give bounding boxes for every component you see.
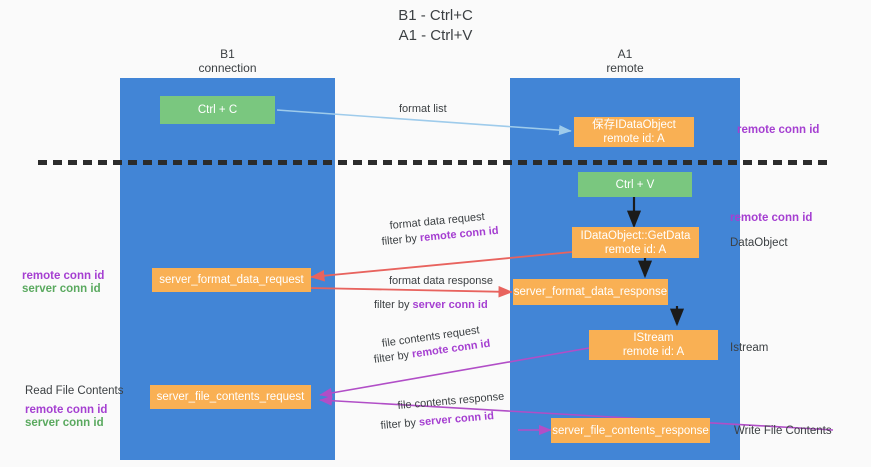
label-remote-conn-id-top: remote conn id	[737, 124, 820, 136]
column-header-a1-name: A1	[617, 47, 633, 61]
title-line-2: A1 - Ctrl+V	[398, 27, 473, 44]
label-read-file-contents: Read File Contents	[25, 385, 124, 397]
page-title: B1 - Ctrl+C A1 - Ctrl+V	[0, 6, 871, 46]
box-ctrl-c-label: Ctrl + C	[197, 104, 238, 116]
box-server-file-contents-request-label: server_file_contents_request	[156, 391, 305, 403]
label-dataobject: DataObject	[730, 237, 788, 249]
box-server-file-contents-request[interactable]: server_file_contents_request	[150, 385, 311, 409]
caption-filter-prefix-2: filter by	[374, 299, 413, 311]
box-istream[interactable]: IStream remote id: A	[589, 330, 718, 360]
label-left-remote-conn-id-mid: remote conn id	[22, 270, 105, 282]
label-istream: Istream	[730, 342, 769, 354]
label-left-remote-conn-id-bottom: remote conn id	[25, 404, 108, 416]
column-header-a1: A1 remote	[510, 47, 740, 75]
title-line-1: B1 - Ctrl+C	[398, 7, 473, 24]
caption-format-data-response-filter: filter by server conn id	[374, 298, 488, 312]
label-left-server-conn-id-bottom: server conn id	[25, 417, 104, 429]
edge-file-contents-request	[319, 347, 590, 398]
label-write-file-contents: Write File Contents	[734, 425, 832, 437]
column-header-b1-name: B1	[220, 47, 235, 61]
box-istream-line1: IStream	[633, 332, 674, 344]
edge-format-data-request	[310, 251, 573, 282]
dashed-separator	[38, 160, 833, 165]
edge-format-list	[276, 109, 572, 136]
column-header-a1-role: remote	[606, 61, 644, 75]
column-header-b1-role: connection	[198, 61, 257, 75]
box-idataobject-remote-line1: 保存IDataObject	[592, 119, 676, 131]
box-idataobject-getdata[interactable]: IDataObject::GetData remote id: A	[572, 227, 699, 258]
box-idataobject-getdata-line1: IDataObject::GetData	[580, 229, 691, 242]
caption-filter-key-server-conn-id: server conn id	[412, 299, 488, 311]
box-idataobject-remote[interactable]: 保存IDataObject remote id: A	[574, 117, 694, 147]
edge-format-data-response	[310, 285, 513, 298]
box-server-format-data-request-label: server_format_data_request	[159, 274, 304, 286]
caption-format-list: format list	[399, 103, 447, 115]
label-remote-conn-id-mid: remote conn id	[730, 212, 813, 224]
edge-file-contents-response-in	[319, 395, 834, 431]
label-left-server-conn-id-mid: server conn id	[22, 283, 101, 295]
box-server-format-data-request[interactable]: server_format_data_request	[152, 268, 311, 292]
column-header-b1: B1 connection	[120, 47, 335, 75]
box-server-format-data-response[interactable]: server_format_data_response	[513, 279, 668, 305]
box-server-file-contents-response[interactable]: server_file_contents_response	[551, 418, 710, 443]
box-istream-line2: remote id: A	[622, 346, 685, 358]
box-server-file-contents-response-label: server_file_contents_response	[552, 424, 709, 437]
box-idataobject-remote-line2: remote id: A	[603, 133, 665, 145]
box-idataobject-getdata-line2: remote id: A	[604, 243, 667, 256]
box-ctrl-c[interactable]: Ctrl + C	[160, 96, 275, 124]
box-server-format-data-response-label: server_format_data_response	[513, 286, 668, 298]
box-ctrl-v-label: Ctrl + V	[615, 178, 655, 191]
caption-format-data-response: format data response	[389, 275, 493, 287]
caption-filter-prefix: filter by	[381, 232, 421, 248]
caption-filter-prefix-4: filter by	[380, 416, 420, 432]
box-ctrl-v[interactable]: Ctrl + V	[578, 172, 692, 197]
